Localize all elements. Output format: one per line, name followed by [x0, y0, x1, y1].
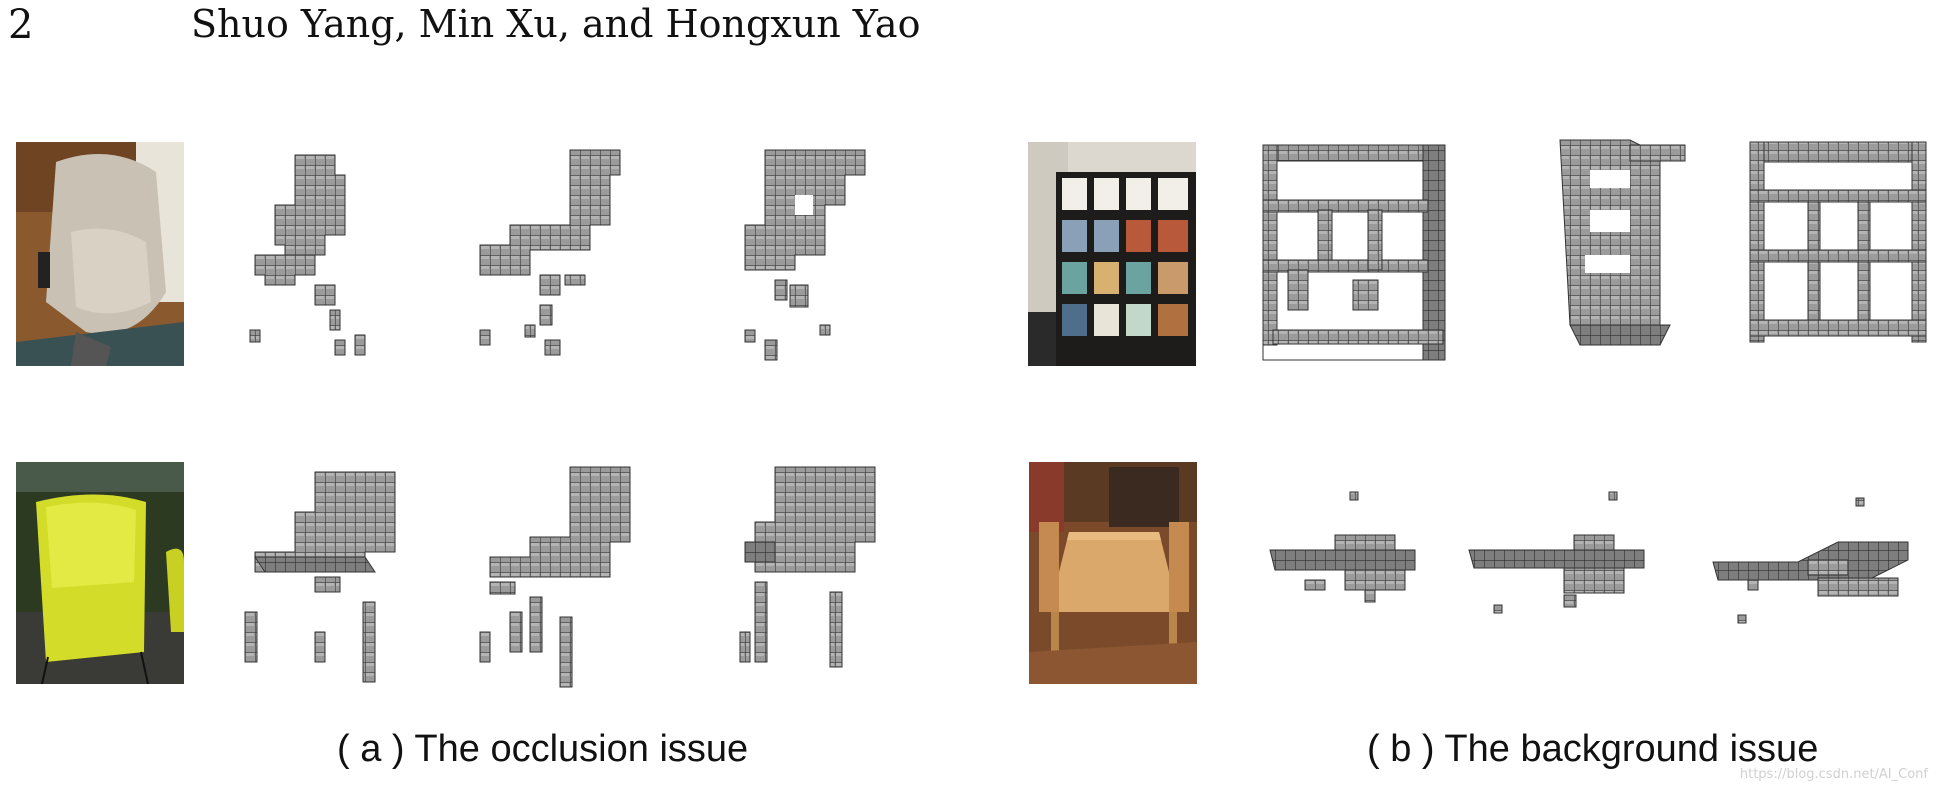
- bookcase-voxel-view-1: [1258, 140, 1448, 370]
- caption-panel-b: ( b ) The background issue: [1367, 728, 1819, 770]
- chair-photo-beige: [16, 142, 184, 366]
- chair-voxel-yellow-view-1: [235, 462, 435, 692]
- chair-photo-yellow: [16, 462, 184, 684]
- chair-voxel-beige-view-3: [735, 145, 935, 375]
- caption-panel-a: ( a ) The occlusion issue: [337, 728, 749, 770]
- chair-voxel-yellow-view-3: [735, 462, 935, 692]
- table-voxel-view-1: [1265, 490, 1445, 650]
- chair-voxel-yellow-view-2: [470, 462, 670, 692]
- running-head-authors: Shuo Yang, Min Xu, and Hongxun Yao: [191, 2, 921, 46]
- bookcase-photo: [1028, 142, 1196, 366]
- bookcase-voxel-view-2: [1540, 135, 1690, 365]
- table-voxel-view-2: [1464, 490, 1654, 650]
- dining-table-photo: [1029, 462, 1197, 684]
- watermark: https://blog.csdn.net/AI_Conf: [1739, 767, 1928, 782]
- chair-voxel-beige-view-1: [245, 145, 445, 375]
- table-voxel-view-3: [1708, 490, 1933, 650]
- page-number: 2: [8, 2, 34, 48]
- chair-voxel-beige-view-2: [470, 145, 670, 375]
- bookcase-voxel-view-3: [1748, 140, 1928, 370]
- page-header: 2 Shuo Yang, Min Xu, and Hongxun Yao: [8, 0, 1108, 60]
